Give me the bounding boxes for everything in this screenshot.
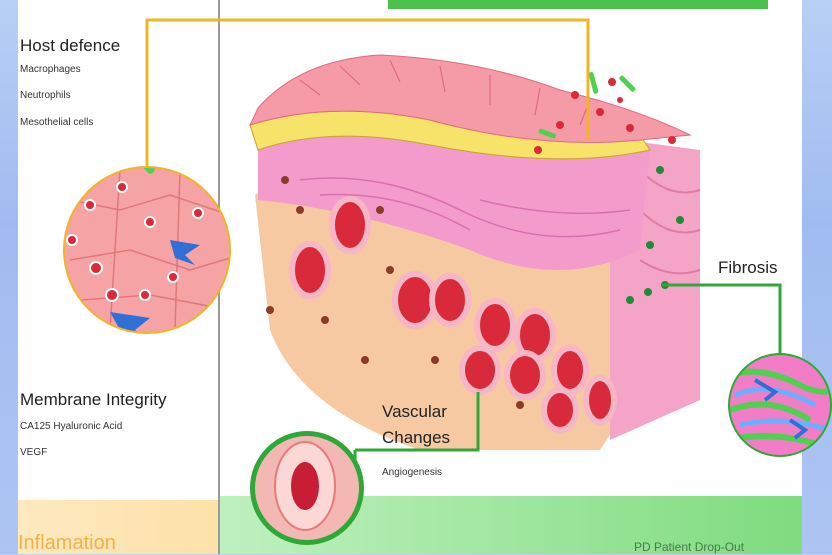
fibrosis-magnifier [728, 353, 832, 457]
drop-out-band-label: PD Patient Drop-Out [634, 540, 744, 554]
host-defence-title: Host defence [20, 36, 120, 56]
vascular-label-line2: Changes [382, 428, 450, 448]
host-defence-item: Macrophages [20, 64, 81, 75]
membrane-integrity-title: Membrane Integrity [20, 390, 166, 410]
host-defence-item: Mesothelial cells [20, 117, 93, 128]
membrane-integrity-item: CA125 Hyaluronic Acid [20, 421, 122, 432]
vascular-magnifier [250, 431, 364, 545]
fibrosis-label: Fibrosis [718, 258, 778, 278]
angiogenesis-label: Angiogenesis [382, 467, 442, 478]
inflamation-band-label: Inflamation [18, 532, 116, 555]
vascular-label-line1: Vascular [382, 402, 447, 422]
membrane-integrity-item: VEGF [20, 447, 47, 458]
host-defence-magnifier [60, 147, 240, 340]
host-defence-item: Neutrophils [20, 90, 71, 101]
